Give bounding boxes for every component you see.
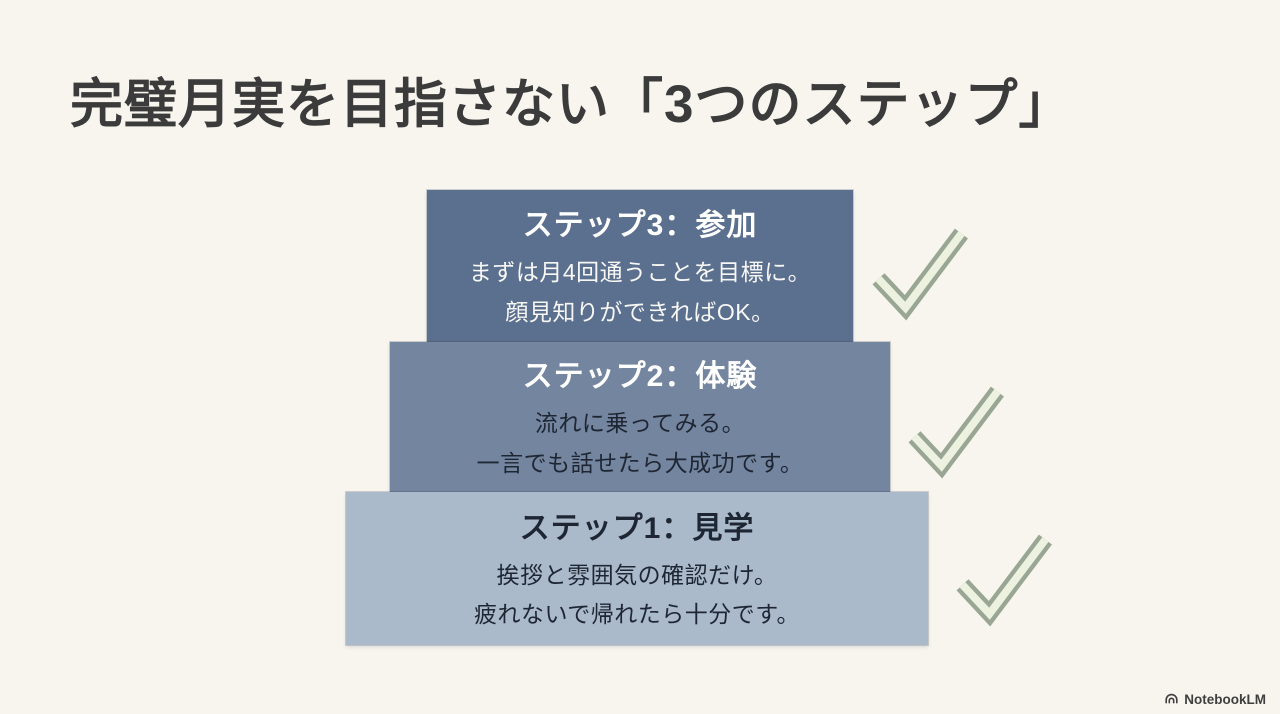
step-2-body-line2: 一言でも話せたら大成功です。 — [476, 449, 804, 476]
check-icon — [908, 386, 1004, 479]
notebooklm-logo-icon — [1165, 693, 1178, 704]
step-3-body-line2: 顔見知りができればOK。 — [505, 298, 775, 325]
step-2-box: ステップ2：体験 流れに乗ってみる。 一言でも話せたら大成功です。 — [390, 342, 890, 492]
step-1-body-line2: 疲れないで帰れたら十分です。 — [473, 601, 800, 627]
step-3-body: まずは月4回通うことを目標に。 顔見知りができればOK。 — [469, 253, 811, 331]
step-1-heading: ステップ1：見学 — [519, 511, 755, 545]
step-2-body-line1: 流れに乗ってみる。 — [534, 410, 746, 437]
step-1-body: 挨拶と雰囲気の確認だけ。 疲れないで帰れたら十分です。 — [474, 556, 800, 634]
step-1-box: ステップ1：見学 挨拶と雰囲気の確認だけ。 疲れないで帰れたら十分です。 — [346, 492, 928, 645]
footer-brand-label: NotebookLM — [1184, 692, 1266, 707]
step-1-body-line1: 挨拶と雰囲気の確認だけ。 — [496, 561, 778, 588]
footer-brand: NotebookLM — [1164, 692, 1266, 707]
step-3-body-line1: まずは月4回通うことを目標に。 — [468, 259, 812, 286]
step-3-heading: ステップ3：参加 — [522, 209, 758, 243]
step-2-heading: ステップ2：体験 — [522, 360, 758, 394]
slide-title: 完璧月実を目指さない「3つのステップ」 — [70, 75, 1073, 134]
step-2-body: 流れに乗ってみる。 一言でも話せたら大成功です。 — [477, 404, 804, 482]
step-3-box: ステップ3：参加 まずは月4回通うことを目標に。 顔見知りができればOK。 — [427, 190, 853, 342]
check-icon — [872, 228, 968, 321]
check-icon — [956, 534, 1052, 627]
